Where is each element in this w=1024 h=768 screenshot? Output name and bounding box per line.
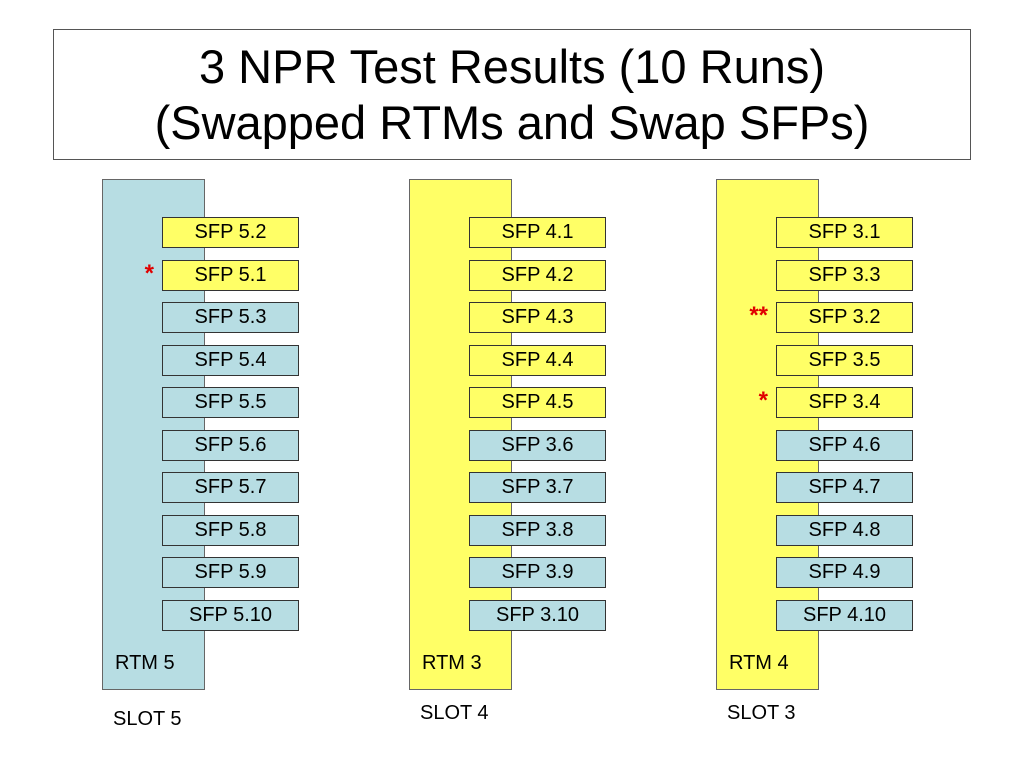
- sfp-box: SFP 5.7: [162, 472, 299, 503]
- sfp-box: SFP 5.4: [162, 345, 299, 376]
- sfp-box: SFP 4.1: [469, 217, 606, 248]
- rtm-label: RTM 4: [729, 652, 789, 674]
- sfp-box: SFP 4.8: [776, 515, 913, 546]
- sfp-box: SFP 3.8: [469, 515, 606, 546]
- sfp-box: SFP 3.2: [776, 302, 913, 333]
- rtm-label: RTM 5: [115, 652, 175, 674]
- sfp-box: SFP 4.5: [469, 387, 606, 418]
- sfp-box: SFP 5.5: [162, 387, 299, 418]
- sfp-box: SFP 5.10: [162, 600, 299, 631]
- sfp-box: SFP 3.9: [469, 557, 606, 588]
- sfp-box: SFP 5.2: [162, 217, 299, 248]
- sfp-box: SFP 5.6: [162, 430, 299, 461]
- sfp-box: SFP 5.1: [162, 260, 299, 291]
- sfp-box: SFP 3.1: [776, 217, 913, 248]
- sfp-box: SFP 4.2: [469, 260, 606, 291]
- sfp-box: SFP 5.8: [162, 515, 299, 546]
- sfp-box: SFP 4.10: [776, 600, 913, 631]
- sfp-box: SFP 3.5: [776, 345, 913, 376]
- sfp-box: SFP 3.4: [776, 387, 913, 418]
- sfp-box: SFP 5.9: [162, 557, 299, 588]
- sfp-box: SFP 4.3: [469, 302, 606, 333]
- sfp-box: SFP 3.3: [776, 260, 913, 291]
- title-line-2: (Swapped RTMs and Swap SFPs): [154, 95, 870, 149]
- failure-mark: *: [144, 260, 154, 287]
- sfp-box: SFP 3.7: [469, 472, 606, 503]
- sfp-box: SFP 4.4: [469, 345, 606, 376]
- failure-mark: *: [758, 387, 768, 414]
- sfp-box: SFP 4.6: [776, 430, 913, 461]
- failure-mark: **: [749, 302, 768, 329]
- slide-title: 3 NPR Test Results (10 Runs) (Swapped RT…: [53, 29, 971, 160]
- sfp-box: SFP 3.6: [469, 430, 606, 461]
- slot-label: SLOT 5: [113, 708, 182, 730]
- sfp-box: SFP 4.7: [776, 472, 913, 503]
- title-line-1: 3 NPR Test Results (10 Runs): [198, 39, 826, 93]
- sfp-box: SFP 3.10: [469, 600, 606, 631]
- rtm-label: RTM 3: [422, 652, 482, 674]
- sfp-box: SFP 5.3: [162, 302, 299, 333]
- sfp-box: SFP 4.9: [776, 557, 913, 588]
- slot-label: SLOT 4: [420, 702, 489, 724]
- slot-label: SLOT 3: [727, 702, 796, 724]
